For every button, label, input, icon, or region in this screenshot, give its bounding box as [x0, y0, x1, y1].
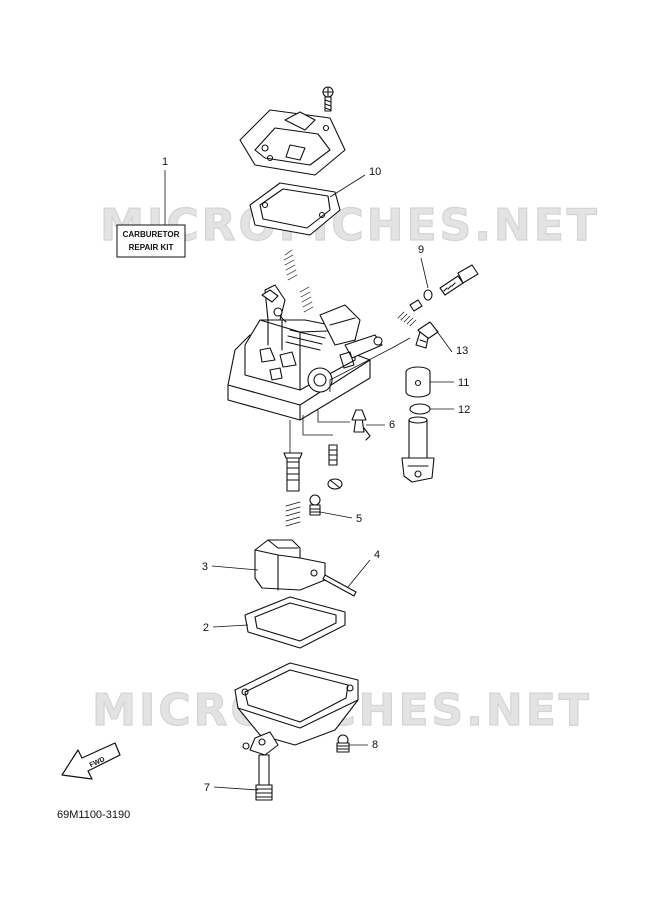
callout-13[interactable]: 13 [456, 345, 468, 357]
leader-13 [435, 329, 453, 353]
body-screw-icon [273, 307, 287, 323]
float-bowl-stem-icon [401, 416, 435, 483]
lower-spring-icon [285, 501, 301, 527]
bracket-line-lower [289, 410, 350, 455]
fwd-arrow-icon: FWD [61, 742, 121, 780]
carburetor-body [227, 284, 383, 421]
pilot-spring-icon [397, 311, 417, 327]
leader-3 [211, 565, 259, 571]
leader-5 [319, 511, 353, 519]
part-11-nozzle-block[interactable] [405, 366, 431, 398]
part-8-drain-screw[interactable] [336, 734, 350, 753]
kit-label-line1: CARBURETOR [123, 230, 180, 239]
part-1-repair-kit-label[interactable]: CARBURETOR REPAIR KIT [116, 224, 186, 258]
top-cover-plate-icon [239, 109, 346, 176]
part-7-drain-plug[interactable] [255, 754, 273, 801]
part-13-main-jet[interactable] [415, 321, 439, 349]
small-jet-center-icon [327, 444, 343, 490]
top-screw-icon [322, 86, 334, 112]
part-6-needle-valve[interactable] [351, 409, 371, 441]
callout-1[interactable]: 1 [162, 156, 168, 168]
leader-10 [329, 174, 366, 198]
callout-5[interactable]: 5 [356, 513, 362, 525]
leader-9 [420, 257, 429, 289]
spring-top-right-icon [299, 286, 314, 313]
bracket-line-upper [329, 337, 411, 392]
callout-12[interactable]: 12 [458, 404, 470, 416]
kit-label-line2: REPAIR KIT [129, 243, 174, 252]
diagram-code: 69M1100-3190 [57, 809, 130, 821]
float-bowl-icon [234, 662, 359, 756]
leader-2 [212, 624, 249, 628]
callout-10[interactable]: 10 [369, 166, 381, 178]
callout-9[interactable]: 9 [418, 244, 424, 256]
small-screw-right-icon [409, 299, 423, 312]
part-9-o-ring[interactable] [423, 289, 433, 301]
part-3-float[interactable] [254, 539, 326, 591]
part-10-gasket[interactable] [249, 182, 341, 236]
leader-4 [347, 559, 371, 588]
callout-4[interactable]: 4 [374, 549, 380, 561]
part-12-o-ring[interactable] [409, 403, 431, 415]
callout-2[interactable]: 2 [203, 622, 209, 634]
callout-6[interactable]: 6 [389, 419, 395, 431]
pilot-screw-icon [439, 264, 479, 296]
lower-jet-icon [283, 452, 303, 492]
callout-7[interactable]: 7 [204, 782, 210, 794]
callout-8[interactable]: 8 [372, 739, 378, 751]
part-5-screw[interactable] [309, 494, 321, 516]
callout-3[interactable]: 3 [202, 561, 208, 573]
leader-7 [213, 786, 259, 791]
callout-11[interactable]: 11 [458, 377, 469, 389]
part-4-float-pin[interactable] [322, 574, 357, 597]
spring-top-left-icon [283, 249, 298, 281]
part-2-bowl-gasket[interactable] [244, 596, 346, 649]
